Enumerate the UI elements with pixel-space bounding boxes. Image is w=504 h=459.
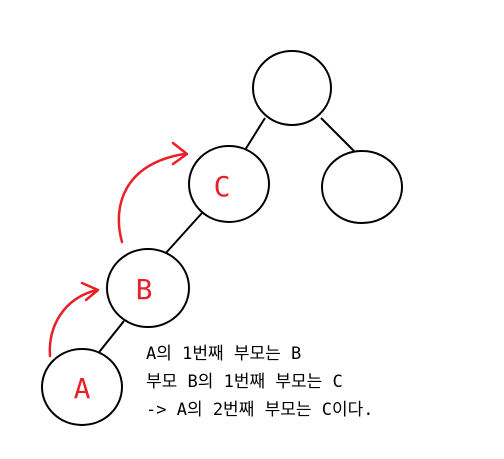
node-a-label: A <box>74 372 91 405</box>
node-c-label: C <box>214 170 231 203</box>
edge-c-b <box>164 212 203 255</box>
caption-line-1: A의 1번째 부모는 B <box>146 344 302 364</box>
node-b <box>106 248 190 328</box>
edge-root-right <box>320 117 356 153</box>
arrow-a-to-b <box>48 281 100 358</box>
node-b-label: B <box>136 273 153 306</box>
node-right <box>321 150 403 224</box>
node-a <box>41 348 123 426</box>
edge-b-a <box>95 320 125 357</box>
node-root <box>252 50 332 126</box>
arrow-b-to-c <box>117 141 189 244</box>
caption-line-3: -> A의 2번째 부모는 C이다. <box>146 400 374 420</box>
node-c <box>188 145 270 223</box>
caption-line-2: 부모 B의 1번째 부모는 C <box>146 372 343 392</box>
edge-root-c <box>244 117 266 151</box>
